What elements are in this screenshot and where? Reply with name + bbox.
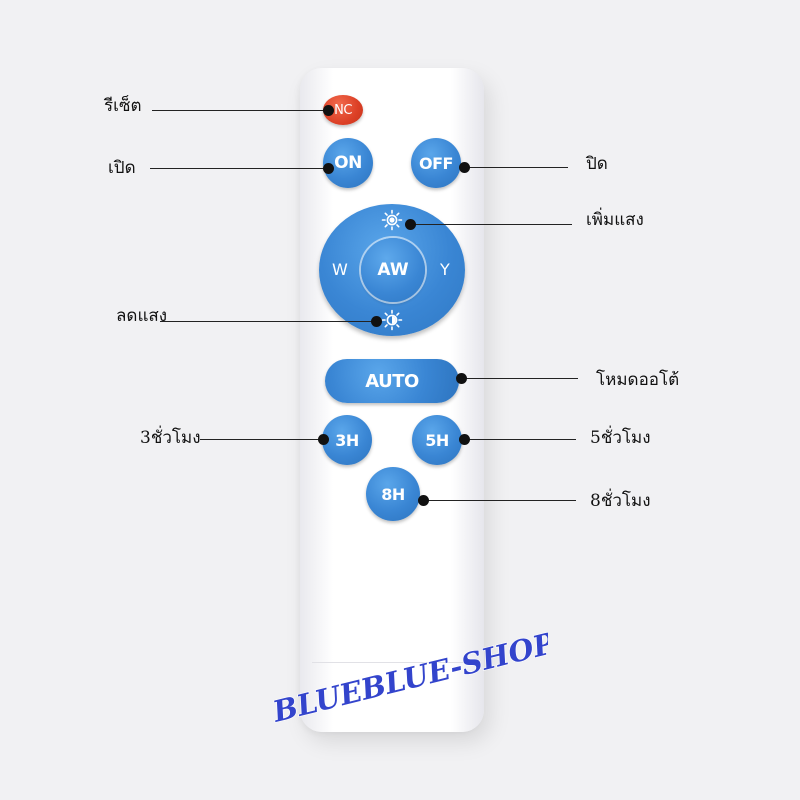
warm-white-button[interactable]: W — [332, 260, 348, 279]
aw-center-button[interactable]: AW — [361, 238, 425, 302]
label-dimmer: ลดแสง — [116, 306, 168, 326]
callout-line-8h — [424, 500, 576, 501]
timer-8h-button[interactable]: 8H — [366, 467, 420, 521]
callout-dot-3h — [318, 434, 329, 445]
off-button[interactable]: OFF — [411, 138, 461, 188]
callout-dot-8h — [418, 495, 429, 506]
callout-dot-5h — [459, 434, 470, 445]
callout-line-off — [464, 167, 568, 168]
label-auto: โหมดออโต้ — [596, 370, 680, 390]
sun-dimmer-icon[interactable] — [381, 309, 403, 331]
callout-line-dimmer — [160, 321, 378, 322]
callout-line-3h — [200, 439, 322, 440]
callout-dot-auto — [456, 373, 467, 384]
callout-dot-on — [323, 163, 334, 174]
label-brighter: เพิ่มแสง — [586, 210, 644, 230]
label-8h: 8ชั่วโมง — [590, 491, 651, 511]
callout-line-5h — [464, 439, 576, 440]
shop-watermark: BLUEBLUE-SHOP — [268, 625, 548, 730]
callout-dot-dimmer — [371, 316, 382, 327]
label-5h: 5ชั่วโมง — [590, 428, 651, 448]
callout-line-auto — [462, 378, 578, 379]
timer-3h-button[interactable]: 3H — [322, 415, 372, 465]
callout-dot-brighter — [405, 219, 416, 230]
label-3h: 3ชั่วโมง — [140, 428, 201, 448]
watermark-text: BLUEBLUE-SHOP — [268, 625, 548, 729]
label-reset: รีเซ็ต — [104, 96, 142, 116]
yellow-button[interactable]: Y — [440, 260, 450, 279]
timer-5h-button[interactable]: 5H — [412, 415, 462, 465]
callout-line-on — [150, 168, 328, 169]
label-on: เปิด — [108, 158, 136, 178]
callout-line-brighter — [412, 224, 572, 225]
sun-brighter-icon[interactable] — [381, 209, 403, 231]
label-off: ปิด — [586, 154, 608, 174]
callout-line-reset — [152, 110, 328, 111]
auto-mode-button[interactable]: AUTO — [325, 359, 459, 403]
callout-dot-reset — [323, 105, 334, 116]
callout-dot-off — [459, 162, 470, 173]
battery-cover-seam — [312, 662, 472, 663]
